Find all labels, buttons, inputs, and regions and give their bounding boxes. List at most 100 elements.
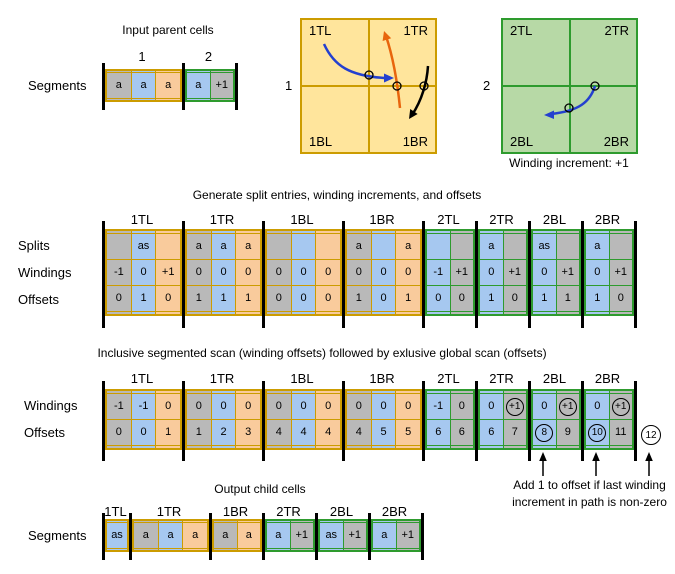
table-cell [449,311,474,315]
divider-bar [368,513,371,560]
input-section-title: Input parent cells [122,23,214,37]
quadrant-label-2tl: 2TL [510,23,533,38]
group-label-1tl: 1TL [130,371,154,386]
table-cell [315,233,342,260]
table-cell: +1 [502,393,527,420]
split-section-title: Generate split entries, winding incremen… [192,188,482,202]
circled-value: 10 [588,423,607,442]
table-cell: 1 [532,285,557,312]
table-cell: 4 [266,419,292,446]
table-cell: 0 [235,393,262,420]
table-cell: 0 [426,285,451,312]
up-arrow-1 [539,452,547,476]
group-label-2br: 2BR [381,504,408,519]
table-cell [186,311,212,315]
table-cell [532,445,557,449]
table-cell: 0 [395,393,422,420]
cap-row [585,311,633,315]
quadrant-label-1tl: 1TL [309,23,332,38]
divider-bar [528,381,531,461]
group-label-2tr: 2TR [489,371,514,386]
cap-row [106,311,182,315]
circled-value: +1 [505,397,524,416]
table-cell [395,311,422,315]
table-cell: 3 [235,419,262,446]
table-cell [342,548,367,551]
table-cell [235,445,262,449]
circled-value: 8 [535,423,554,442]
cap-row [479,445,527,449]
input-row-label: Segments [28,78,87,93]
up-arrow-3 [645,452,653,476]
table-cell: 1 [186,419,212,446]
table-cell: 2 [210,419,237,446]
table-cell: 0 [585,259,610,286]
table-cell: 1 [235,285,262,312]
group-label-2tr: 2TR [276,504,301,519]
table-cell: 1 [585,285,610,312]
table-cell: 0 [479,259,504,286]
table-cell [266,445,292,449]
table-cell: a [133,522,159,549]
cap-row [426,311,474,315]
table-cell: 0 [585,393,610,420]
table-cell: a [479,233,504,260]
group-label-1br: 1BR [369,371,395,386]
data-row: 0+1 [532,393,580,420]
row-label-windings: Windings [18,265,72,280]
table-cell: a [236,522,261,549]
table-cell: 1 [346,285,372,312]
table-cell [370,311,397,315]
data-row: -1+1 [426,259,474,286]
group-label-2bl: 2BL [542,212,567,227]
table-cell [395,548,420,551]
cell1-horizontal-midline [302,85,435,87]
table-cell: a [210,233,237,260]
table-cell: 0 [532,393,557,420]
table-cell [449,445,474,449]
divider-bar [102,63,105,110]
data-row: a [585,233,633,260]
cap-row [372,548,420,551]
data-row: as [532,233,580,260]
group-label-2bl: 2BL [542,371,567,386]
table-cell: +1 [449,259,474,286]
table-cell: 6 [479,419,504,446]
group-label-1tr: 1TR [209,371,235,386]
circled-value: +1 [558,397,577,416]
table-cell [585,445,610,449]
row-label-offsets: Offsets [18,292,59,307]
cap-row [266,445,342,449]
group-label-2tl: 2TL [437,371,460,386]
group-label-1tl: 1TL [130,212,154,227]
row-label-windings: Windings [24,398,78,413]
table-cell [479,311,504,315]
table-cell [315,311,342,315]
data-row: a+1 [186,72,234,99]
table-cell [266,311,292,315]
table-cell: 0 [155,285,182,312]
table-cell: 0 [266,259,292,286]
table-cell: 0 [346,259,372,286]
group-label-1br: 1BR [222,504,249,519]
data-row [266,233,342,260]
